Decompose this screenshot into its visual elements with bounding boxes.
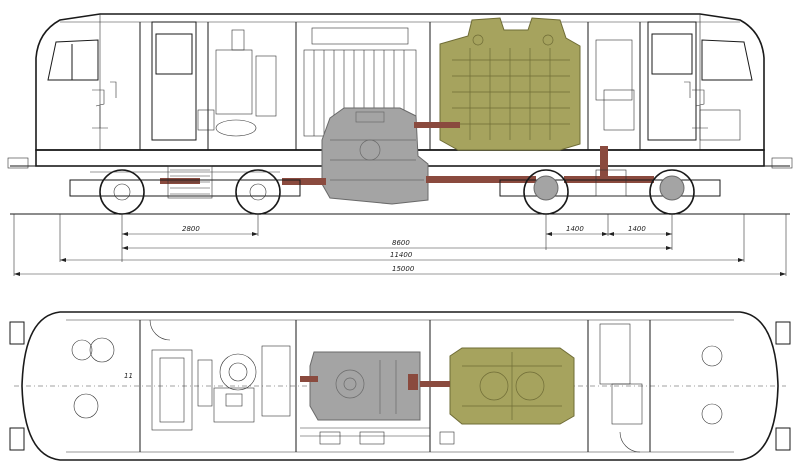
plan-marker-label: 11 [124, 372, 133, 380]
diesel-engine-plan [449, 347, 575, 425]
transmission-plan [309, 351, 421, 421]
transmission-unit [321, 107, 429, 205]
plan-body-outline [21, 311, 779, 461]
diesel-engine [439, 17, 581, 151]
dim-frame-length-label: 11400 [390, 251, 413, 259]
dim-axle-spacing-2-label: 1400 [628, 225, 646, 233]
dim-wheelbase-label: 2800 [182, 225, 200, 233]
cab-window-right [701, 39, 753, 81]
cab-window-left [47, 39, 99, 81]
wheel-2 [235, 169, 281, 215]
dim-bogie-centers-label: 8600 [392, 239, 410, 247]
plan-view: 11 [9, 311, 791, 461]
side-elevation [7, 13, 793, 215]
bogie-right [499, 169, 721, 215]
dimension-lines: 2800 1400 1400 8600 11400 15000 [13, 214, 787, 276]
driveshaft-plan [300, 374, 450, 390]
dim-axle-spacing-1-label: 1400 [566, 225, 584, 233]
transmission-body [321, 107, 429, 205]
bogie-left [69, 165, 301, 215]
dim-overall-length-label: 15000 [392, 265, 415, 273]
wheel-1 [99, 169, 145, 215]
